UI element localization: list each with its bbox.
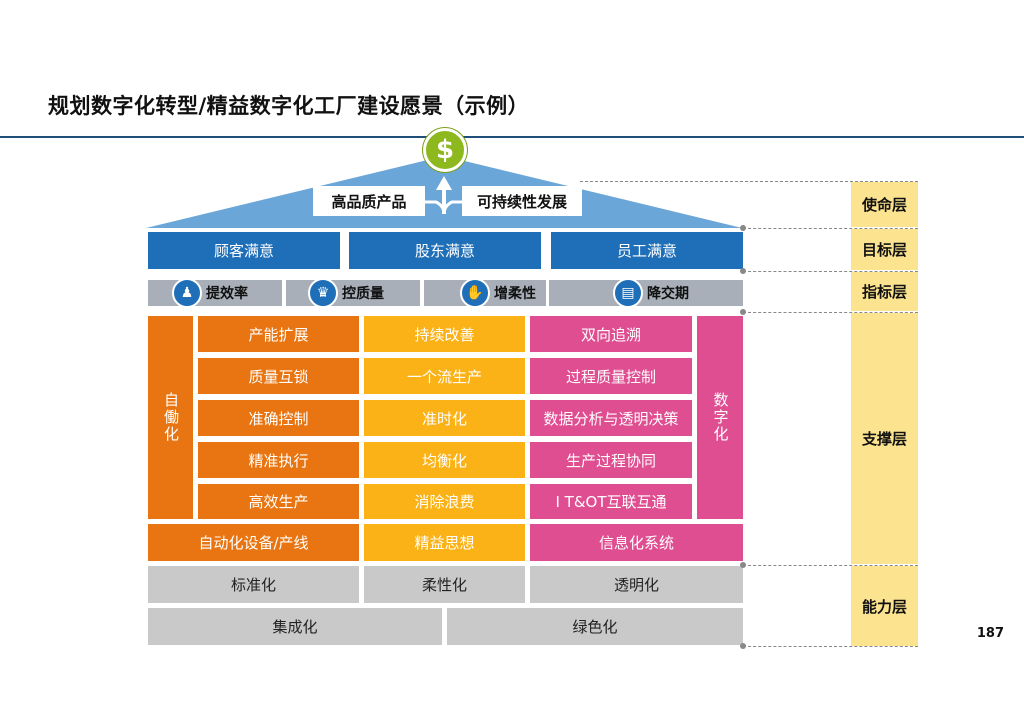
capability-green: 绿色化 xyxy=(447,608,743,645)
digital-item: 数据分析与透明决策 xyxy=(530,400,692,436)
foundation-automation: 自动化设备/产线 xyxy=(148,524,359,561)
lean-item: 一个流生产 xyxy=(364,358,525,394)
indicator-quality-label: 控质量 xyxy=(342,286,384,302)
indicator-flexibility: ✋ 增柔性 xyxy=(424,278,546,308)
autonomation-item: 产能扩展 xyxy=(198,316,359,352)
layer-indicator: 指标层 xyxy=(851,272,918,311)
guide-dot xyxy=(740,309,746,315)
indicator-efficiency-label: 提效率 xyxy=(206,286,248,302)
capability-integration: 集成化 xyxy=(148,608,442,645)
guide-dot xyxy=(740,643,746,649)
digital-item: 生产过程协同 xyxy=(530,442,692,478)
team-icon: ♟ xyxy=(172,278,202,308)
capability-transparency: 透明化 xyxy=(530,566,743,603)
autonomation-item: 精准执行 xyxy=(198,442,359,478)
indicator-quality: ♛ 控质量 xyxy=(286,278,420,308)
guide-line xyxy=(743,271,918,272)
title-divider xyxy=(0,136,1024,138)
digital-item: 过程质量控制 xyxy=(530,358,692,394)
lean-item: 均衡化 xyxy=(364,442,525,478)
people-chart-icon: ♛ xyxy=(308,278,338,308)
roof xyxy=(146,156,742,228)
digital-label-text: 数字化 xyxy=(711,392,730,443)
guide-line xyxy=(743,646,918,647)
goal-customer: 顾客满意 xyxy=(148,232,340,269)
goal-shareholder: 股东满意 xyxy=(349,232,541,269)
capability-flexibility: 柔性化 xyxy=(364,566,525,603)
indicator-efficiency: ♟ 提效率 xyxy=(148,278,282,308)
guide-line xyxy=(580,181,918,182)
page-number: 187 xyxy=(976,626,1004,641)
layer-goal: 目标层 xyxy=(851,229,918,270)
autonomation-item: 高效生产 xyxy=(198,484,359,519)
indicator-leadtime-label: 降交期 xyxy=(647,286,689,302)
indicator-flexibility-label: 增柔性 xyxy=(494,286,536,302)
indicator-leadtime: ▤ 降交期 xyxy=(549,278,743,308)
digital-item: 双向追溯 xyxy=(530,316,692,352)
layer-support: 支撑层 xyxy=(851,313,918,564)
capability-standardization: 标准化 xyxy=(148,566,359,603)
guide-line xyxy=(743,228,918,229)
guide-dot xyxy=(740,562,746,568)
guide-line xyxy=(743,565,918,566)
foundation-information: 信息化系统 xyxy=(530,524,743,561)
guide-line xyxy=(743,312,918,313)
layer-capability: 能力层 xyxy=(851,566,918,646)
roof-left-label: 高品质产品 xyxy=(313,186,425,216)
lean-item: 持续改善 xyxy=(364,316,525,352)
layer-mission: 使命层 xyxy=(851,182,918,227)
hands-icon: ✋ xyxy=(460,278,490,308)
autonomation-item: 质量互锁 xyxy=(198,358,359,394)
lean-item: 准时化 xyxy=(364,400,525,436)
guide-dot xyxy=(740,268,746,274)
autonomation-label: 自働化 xyxy=(148,316,193,519)
roof-right-label: 可持续性发展 xyxy=(462,186,582,216)
goal-employee: 员工满意 xyxy=(551,232,743,269)
presentation-icon: ▤ xyxy=(613,278,643,308)
lean-item: 消除浪费 xyxy=(364,484,525,519)
page-title: 规划数字化转型/精益数字化工厂建设愿景（示例） xyxy=(48,94,530,118)
digital-label: 数字化 xyxy=(697,316,743,519)
guide-dot xyxy=(740,225,746,231)
foundation-lean: 精益思想 xyxy=(364,524,525,561)
autonomation-item: 准确控制 xyxy=(198,400,359,436)
autonomation-label-text: 自働化 xyxy=(162,392,180,443)
dollar-icon: $ xyxy=(423,128,467,172)
digital-item: I T&OT互联互通 xyxy=(530,484,692,519)
